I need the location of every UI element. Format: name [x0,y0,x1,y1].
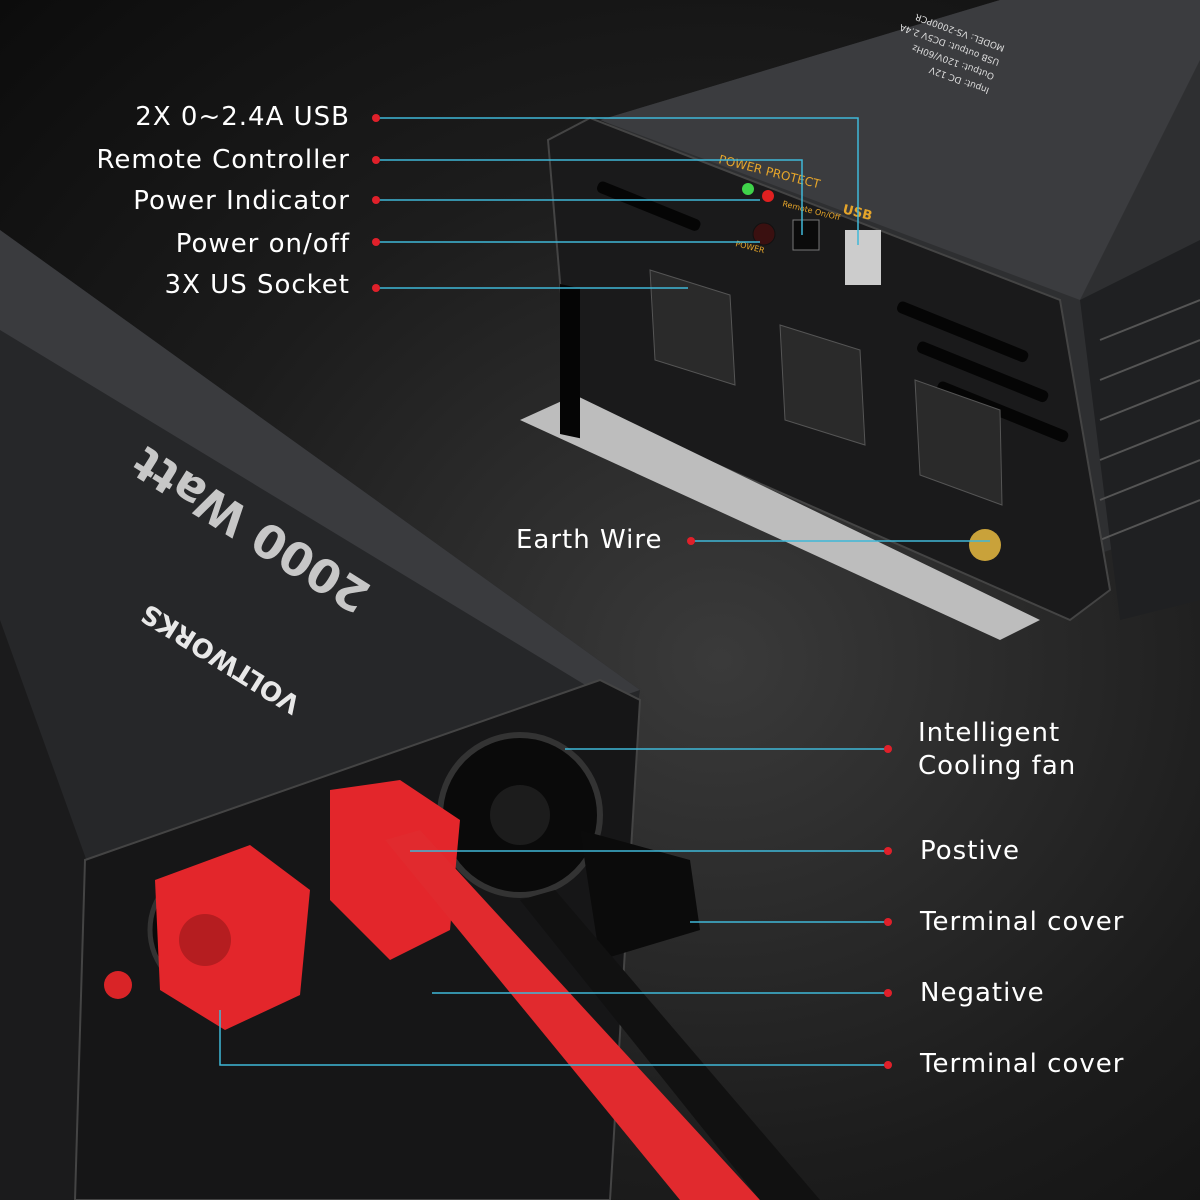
callout-dots [372,114,892,1069]
power-led [742,183,754,195]
callout-positive: Postive [920,836,1021,866]
us-sockets [649,269,1003,506]
power-button [752,222,776,246]
negative-terminal-cover [580,830,700,960]
callout-terminal-cover: Terminal cover [920,907,1125,937]
protect-led [762,190,774,202]
inverter-front-view: 2000 Watt VOLTWORKS [0,230,820,1200]
callout-usb: 2X 0~2.4A USB [135,102,350,132]
callout-earth-wire: Earth Wire [516,525,663,555]
callout-power-indicator: Power Indicator [133,186,350,216]
callout-cooling-fan-line2: Cooling fan [918,751,1077,781]
mounting-bracket [520,395,1040,640]
callout-remote-controller: Remote Controller [96,145,350,175]
positive-terminal-cover [330,780,460,960]
earth-terminal [969,529,1001,561]
negative-cable [520,890,820,1200]
positive-cable [385,830,760,1200]
callout-us-socket: 3X US Socket [164,270,350,300]
terminal-cover-red [155,845,310,1030]
remote-port [792,219,820,251]
callout-lines [219,117,990,1066]
callout-cooling-fan-line1: Intelligent [918,718,1061,748]
callout-power-switch: Power on/off [175,229,350,259]
callout-negative: Negative [920,978,1045,1008]
heatsink-fins [0,620,90,1200]
usb-ports [845,230,881,285]
inverter-rear-view: POWER PROTECT Remote On/Off USB POWER In… [520,0,1200,640]
callout-terminal-cover-2: Terminal cover [920,1049,1125,1079]
